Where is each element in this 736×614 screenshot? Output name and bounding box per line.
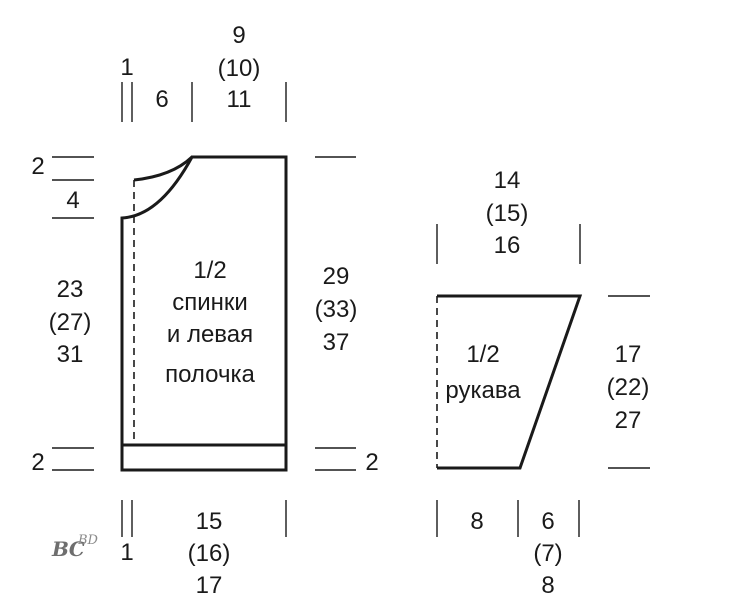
top-left-width-value: 1: [120, 54, 133, 81]
sleeve-right-dimensions: 17 (22) 27: [607, 295, 650, 469]
body-bottom-dimensions: 1 15 (16) 17: [120, 500, 287, 599]
body-label-line-3: и левая: [167, 321, 253, 348]
sleeve-outline: [437, 294, 583, 470]
front-neckline-curve: [133, 155, 194, 182]
shoulder-width-value-3: 11: [227, 86, 252, 113]
side-height-value-2: (27): [49, 309, 92, 336]
sleeve-top-width-value-2: (15): [486, 200, 529, 227]
sleeve-bottom-left-width-value: 8: [470, 508, 483, 535]
bottom-width-value-2: (16): [188, 540, 231, 567]
bottom-width-value-1: 15: [196, 508, 223, 535]
sleeve-bottom-right-width-value-2: (7): [533, 540, 562, 567]
side-height-value-1: 23: [57, 276, 84, 303]
shoulder-width-value-2: (10): [218, 55, 261, 82]
hem-left-value: 2: [31, 449, 44, 476]
side-height-value-3: 31: [57, 341, 84, 368]
neck-width-value: 6: [155, 86, 168, 113]
logo-main: ВС: [51, 537, 85, 561]
sleeve-top-width-value-1: 14: [494, 167, 521, 194]
logo: ВС BD: [51, 533, 99, 561]
sleeve-height-value-1: 17: [615, 341, 642, 368]
sleeve-bottom-dimensions: 8 6 (7) 8: [436, 500, 580, 599]
neck-depth-top-value: 2: [31, 153, 44, 180]
sleeve-top-dimensions: 14 (15) 16: [436, 167, 581, 264]
bottom-left-width-value: 1: [120, 539, 133, 566]
body-top-dimensions: 1 6 9 (10) 11: [120, 22, 287, 122]
total-height-value-1: 29: [323, 263, 350, 290]
bottom-width-value-3: 17: [196, 572, 223, 599]
total-height-value-2: (33): [315, 296, 358, 323]
sleeve-height-value-3: 27: [615, 407, 642, 434]
sleeve-piece: 1/2 рукава: [436, 294, 583, 470]
sleeve-height-value-2: (22): [607, 374, 650, 401]
hem-right-value: 2: [365, 449, 378, 476]
body-label-line-2: спинки: [172, 289, 248, 316]
sleeve-top-width-value-3: 16: [494, 232, 521, 259]
total-height-value-3: 37: [323, 329, 350, 356]
shoulder-width-value-1: 9: [232, 22, 245, 49]
body-label-line-4: полочка: [165, 361, 255, 388]
body-piece: 1/2 спинки и левая полочка: [120, 155, 288, 472]
body-left-dimensions: 2 4 23 (27) 31 2: [31, 153, 94, 476]
sleeve-label-line-2: рукава: [445, 377, 521, 404]
body-label-line-1: 1/2: [193, 257, 226, 284]
sleeve-bottom-right-width-value-1: 6: [541, 508, 554, 535]
body-outline: [120, 155, 288, 472]
sleeve-label-line-1: 1/2: [466, 341, 499, 368]
sleeve-bottom-right-width-value-3: 8: [541, 572, 554, 599]
logo-small: BD: [77, 533, 99, 548]
body-right-dimensions: 29 (33) 37 2: [315, 156, 379, 476]
neck-depth-value: 4: [66, 187, 79, 214]
